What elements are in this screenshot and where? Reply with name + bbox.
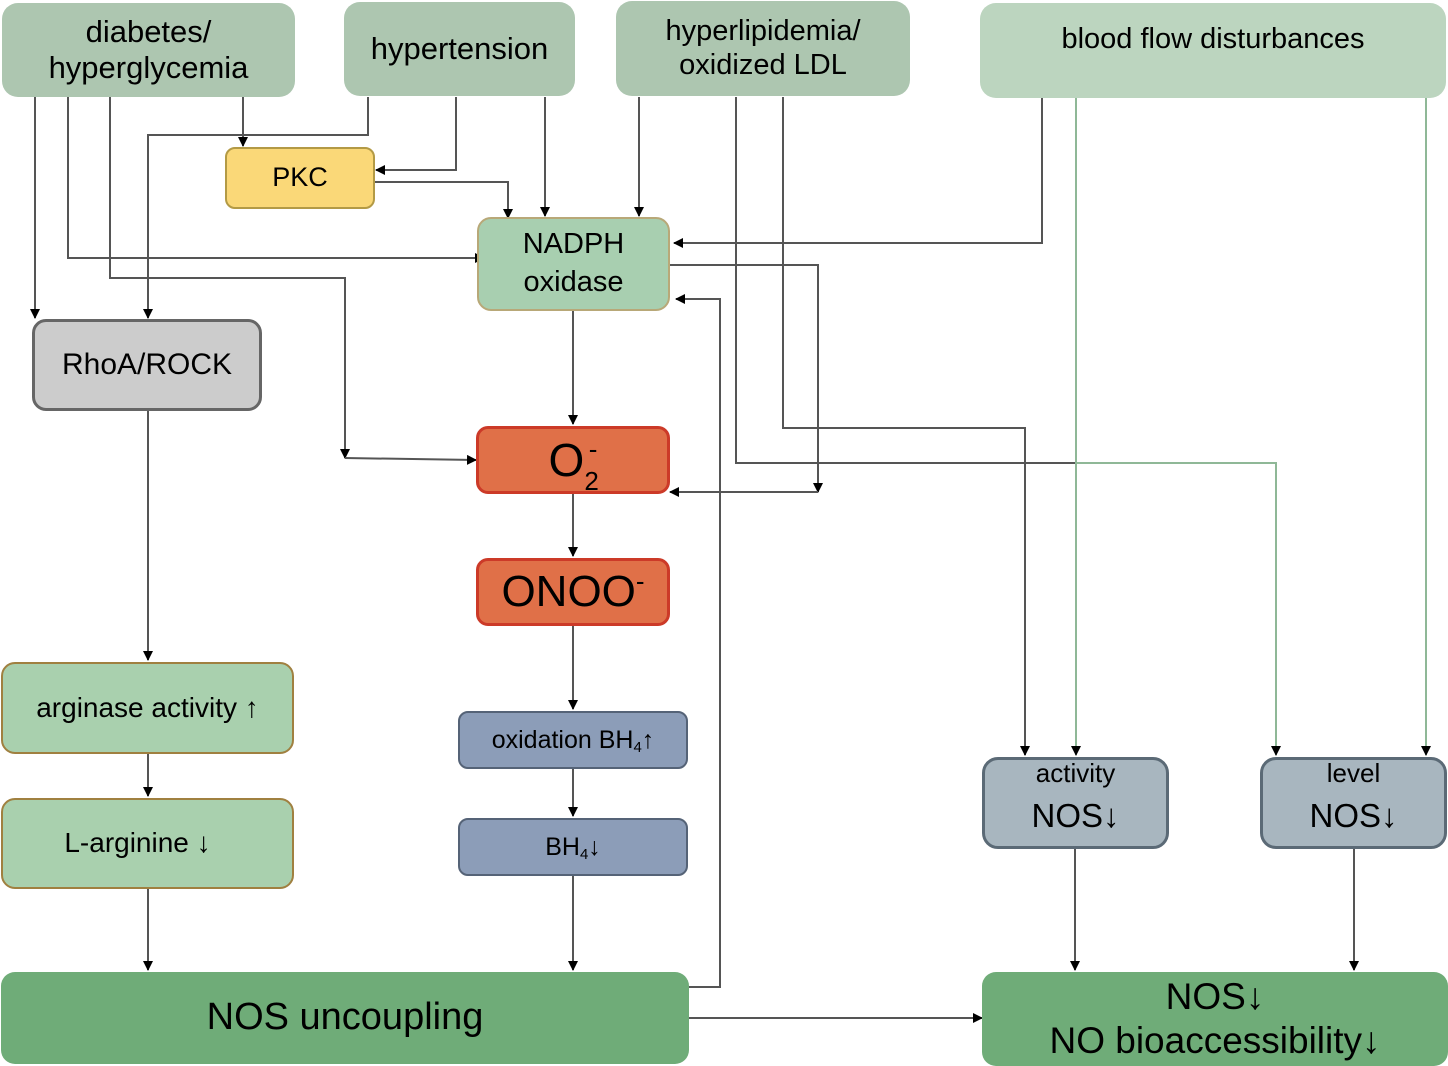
node-hypertension-label: hypertension	[370, 31, 549, 67]
node-arginase-label: arginase activity ↑	[36, 691, 259, 723]
node-diabetes-line2: hyperglycemia	[48, 50, 249, 85]
superoxide-sub: 2	[584, 465, 599, 496]
node-pkc-label: PKC	[272, 162, 328, 193]
peroxynitrite-base: ONOO	[501, 566, 636, 616]
node-diabetes: diabetes/ hyperglycemia	[2, 3, 295, 97]
node-rhoa-rock: RhoA/ROCK	[32, 319, 262, 411]
superoxide-base: O	[548, 433, 585, 486]
superoxide-formula: O2-	[548, 433, 599, 496]
node-bh4: BH4↓	[458, 818, 688, 876]
peroxynitrite-formula: ONOO-	[501, 565, 645, 618]
arrow-pkc-to-nadph	[374, 181, 513, 219]
nos-uncoupling-label: NOS uncoupling	[206, 996, 484, 1039]
node-nos-level: level NOS↓	[1260, 757, 1447, 849]
arrow-diabetes-to-nadph	[67, 97, 485, 263]
oxidation-bh4-sub: 4	[633, 738, 642, 756]
bh4-prefix: BH	[545, 832, 580, 861]
oxidation-bh4-prefix: oxidation BH	[491, 725, 634, 754]
arrow-nadph-to-o2-right	[668, 264, 823, 493]
node-l-arginine: L-arginine ↓	[1, 798, 294, 889]
final-line1: NOS↓	[1165, 975, 1265, 1017]
node-nadph-line2: oxidase	[523, 266, 624, 298]
bh4-suffix: ↓	[588, 832, 601, 861]
node-final-outcome: NOS↓ NO bioaccessibility↓	[982, 972, 1448, 1066]
node-nadph-oxidase: NADPH oxidase	[477, 217, 670, 311]
oxidation-bh4-label: oxidation BH4↑	[491, 725, 655, 756]
node-peroxynitrite: ONOO-	[476, 558, 670, 626]
arrow-uncoupling-to-nadph	[675, 294, 721, 988]
nos-level-top: level	[1326, 758, 1381, 789]
node-rhoa-label: RhoA/ROCK	[61, 347, 233, 381]
node-pkc: PKC	[225, 147, 375, 209]
node-arginase-activity: arginase activity ↑	[1, 662, 294, 754]
node-hyperlipidemia-line2: oxidized LDL	[679, 48, 847, 81]
node-hypertension: hypertension	[344, 2, 575, 96]
arrow-hypertension-to-rhoa	[143, 97, 369, 319]
node-nadph-line1: NADPH	[522, 228, 625, 261]
oxidation-bh4-suffix: ↑	[641, 725, 655, 754]
node-nos-uncoupling: NOS uncoupling	[1, 972, 689, 1064]
node-l-arginine-label: L-arginine ↓	[64, 827, 211, 859]
arrow-hyperlipidemia-to-level-nos	[735, 97, 1075, 464]
node-hyperlipidemia: hyperlipidemia/ oxidized LDL	[616, 1, 910, 96]
final-line2: NO bioaccessibility↓	[1049, 1020, 1381, 1061]
nos-level-main: NOS↓	[1309, 796, 1398, 834]
node-blood-flow-label: blood flow disturbances	[1061, 23, 1365, 55]
node-superoxide: O2-	[476, 426, 670, 496]
bh4-sub: 4	[579, 845, 589, 863]
bh4-label: BH4↓	[545, 832, 601, 863]
node-hyperlipidemia-line1: hyperlipidemia/	[665, 15, 861, 48]
node-nos-activity: activity NOS↓	[982, 757, 1169, 849]
node-blood-flow: blood flow disturbances	[980, 3, 1446, 98]
arrow-hyperlipidemia-to-level-nos-green	[1075, 462, 1281, 756]
node-oxidation-bh4: oxidation BH4↑	[458, 711, 688, 769]
peroxynitrite-sup: -	[635, 565, 645, 596]
arrow-bloodflow-to-nadph	[673, 97, 1043, 248]
superoxide-sup: -	[588, 433, 598, 464]
arrow-hypertension-to-pkc	[375, 97, 457, 175]
nos-activity-main: NOS↓	[1031, 796, 1120, 834]
arrow-o2-feed	[344, 454, 477, 465]
node-diabetes-line1: diabetes/	[85, 14, 212, 50]
arrow-diabetes-to-o2	[109, 97, 350, 459]
nos-activity-top: activity	[1035, 758, 1116, 789]
arrow-hyperlipidemia-to-activity-nos	[782, 97, 1030, 756]
